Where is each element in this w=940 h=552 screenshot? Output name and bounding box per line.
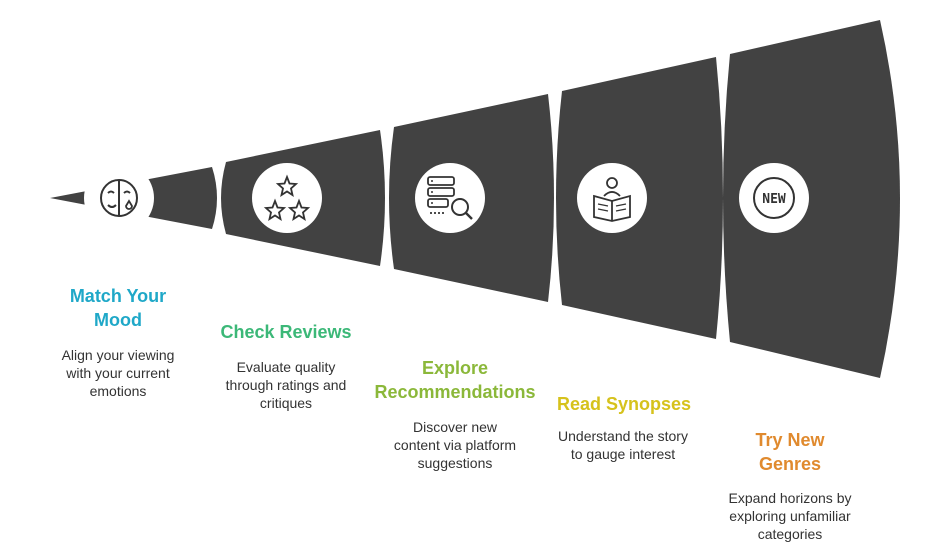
new-badge-text: NEW (762, 192, 786, 207)
stage-4-title: Read Synopses (556, 394, 692, 414)
stage-2-title: Check Reviews (220, 322, 352, 342)
stage-1-icon-circle (84, 163, 154, 233)
server-search-icon (427, 176, 473, 220)
new-badge-icon: NEW (753, 177, 795, 219)
mood-mask-icon (100, 179, 138, 217)
stage-5-description: Expand horizons by exploring unfamiliar … (728, 490, 852, 542)
stage-2-description: Evaluate quality through ratings and cri… (225, 359, 347, 411)
stage-3-title: Explore Recommendations (374, 358, 536, 402)
stage-1-title: Match Your Mood (69, 286, 167, 330)
stars-icon (263, 174, 311, 221)
stage-5-icon-circle: NEW (739, 163, 809, 233)
funnel-segment-5 (723, 20, 900, 378)
stage-3-icon-circle (415, 163, 485, 233)
stage-5-title: Try New Genres (755, 430, 825, 474)
stage-3-description: Discover new content via platform sugges… (393, 419, 517, 471)
stage-4-icon-circle (577, 163, 647, 233)
reader-book-icon (593, 177, 631, 222)
stage-2-icon-circle (252, 163, 322, 233)
stage-4-description: Understand the story to gauge interest (558, 428, 688, 462)
stage-1-description: Align your viewing with your current emo… (61, 347, 175, 399)
